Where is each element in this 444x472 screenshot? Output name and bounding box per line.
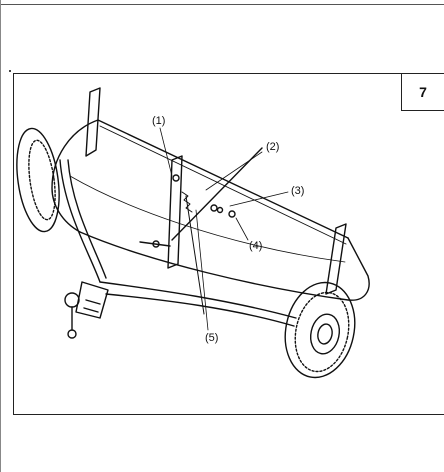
assembly-figure-frame bbox=[13, 73, 444, 415]
control-rod-lower bbox=[185, 195, 205, 315]
lever-pivot bbox=[152, 240, 160, 248]
leader-2 bbox=[205, 151, 263, 191]
callout-5: (5) bbox=[205, 332, 219, 344]
frame-tube-lower bbox=[99, 281, 297, 319]
bolt-1 bbox=[172, 174, 180, 182]
frame-tube-lower-inner bbox=[105, 293, 295, 327]
hopper-back-curve bbox=[51, 119, 99, 233]
washer-3 bbox=[210, 204, 218, 212]
left-wheel bbox=[16, 127, 60, 233]
frame-tube-upper bbox=[59, 159, 101, 283]
control-rod bbox=[171, 147, 263, 241]
lever-link bbox=[139, 241, 171, 247]
top-page-rule bbox=[0, 4, 444, 5]
step-number: 7 bbox=[419, 84, 427, 100]
page-mark bbox=[9, 70, 11, 72]
leader-5 bbox=[195, 209, 209, 331]
tow-hitch bbox=[64, 281, 109, 339]
right-side-bracket bbox=[325, 223, 347, 295]
right-wheel bbox=[284, 281, 356, 379]
callout-3: (3) bbox=[291, 185, 305, 197]
leader-3 bbox=[229, 191, 289, 207]
washer-3b bbox=[216, 206, 224, 214]
callout-1: (1) bbox=[152, 115, 166, 127]
spring-5 bbox=[181, 191, 193, 213]
control-bracket bbox=[167, 155, 183, 269]
left-side-bracket bbox=[85, 87, 101, 157]
leader-1 bbox=[159, 127, 173, 177]
callout-4: (4) bbox=[249, 240, 263, 252]
leader-4 bbox=[235, 217, 249, 241]
hopper-top-edge-inner bbox=[99, 125, 347, 245]
step-number-badge: 7 bbox=[401, 73, 444, 111]
left-page-rule bbox=[0, 0, 1, 472]
hopper-bottom-curve bbox=[79, 231, 370, 301]
hopper-top-edge bbox=[97, 119, 349, 239]
callout-2: (2) bbox=[266, 141, 280, 153]
nut-4 bbox=[228, 210, 236, 218]
frame-tube-upper-inner bbox=[67, 159, 107, 279]
